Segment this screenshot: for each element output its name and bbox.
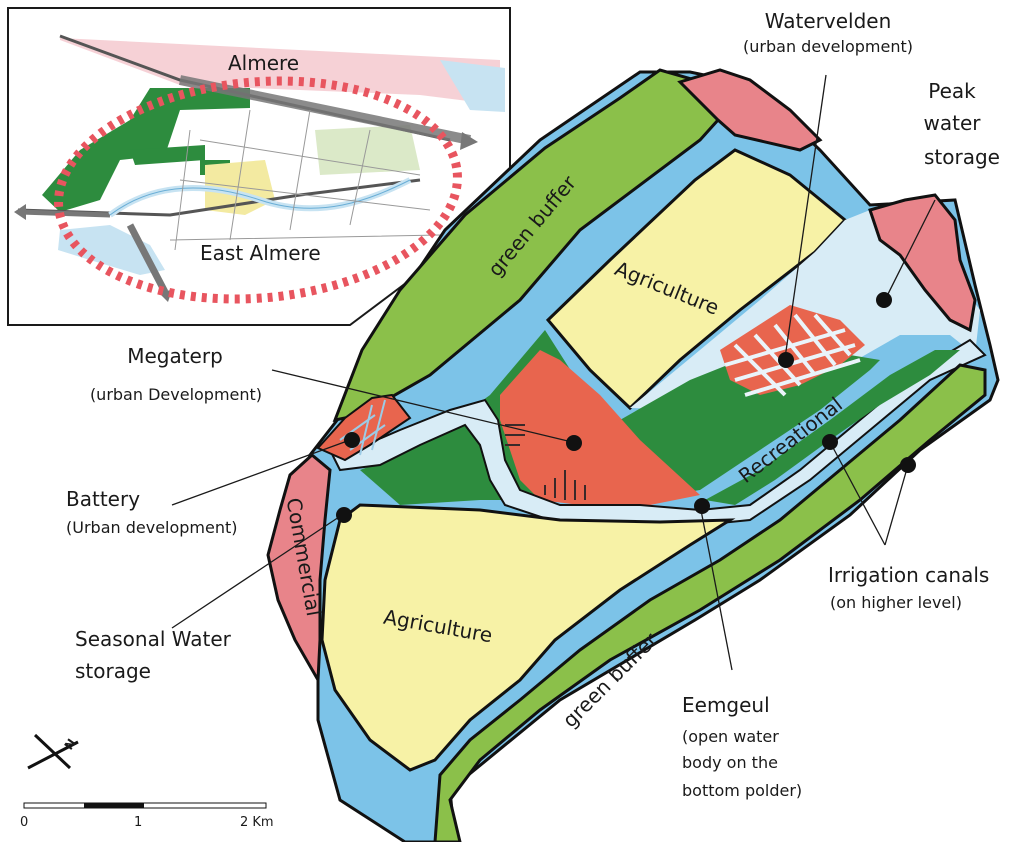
green-buffer-bottom-area bbox=[433, 363, 987, 842]
label-seasonal-line1: Seasonal Water bbox=[75, 627, 231, 651]
main-polder-map bbox=[266, 68, 1000, 842]
callout-lines bbox=[171, 74, 936, 671]
label-peak-line3: storage bbox=[924, 145, 1000, 169]
label-eemgeul-line4: bottom polder) bbox=[682, 781, 803, 800]
label-megaterp-sub: (urban Development) bbox=[89, 385, 263, 404]
label-irrigation-sub: (on higher level) bbox=[830, 593, 962, 612]
inset-overview-map bbox=[7, 7, 511, 326]
scale-label-1: 1 bbox=[134, 815, 143, 830]
inset-label-east-almere: East Almere bbox=[200, 241, 321, 265]
watervelden-grid bbox=[720, 305, 865, 397]
label-eemgeul-line3: body on the bbox=[682, 753, 778, 772]
label-peak-line1: Peak bbox=[928, 79, 976, 103]
label-watervelden: Watervelden bbox=[764, 9, 892, 33]
marker-megaterp bbox=[566, 435, 582, 451]
label-irrigation: Irrigation canals bbox=[828, 563, 990, 587]
label-megaterp: Megaterp bbox=[127, 344, 223, 368]
north-arrow-icon bbox=[27, 733, 79, 770]
inset-label-almere: Almere bbox=[228, 51, 300, 75]
label-eemgeul: Eemgeul bbox=[682, 693, 770, 717]
scale-label-2: 2 Km bbox=[240, 815, 274, 830]
label-peak-line2: water bbox=[923, 111, 981, 135]
megaterp-area bbox=[500, 350, 700, 505]
commercial-area bbox=[266, 453, 332, 686]
label-watervelden-sub: (urban development) bbox=[743, 37, 913, 56]
marker-eemgeul bbox=[694, 498, 710, 514]
label-battery-sub: (Urban development) bbox=[66, 518, 238, 537]
agriculture-bottom-area bbox=[320, 503, 736, 772]
marker-irrigation-2 bbox=[900, 457, 916, 473]
scale-label-0: 0 bbox=[20, 815, 29, 830]
label-eemgeul-line2: (open water bbox=[682, 727, 779, 746]
scale-bar bbox=[23, 802, 267, 809]
marker-battery bbox=[344, 432, 360, 448]
marker-peak-storage bbox=[876, 292, 892, 308]
marker-irrigation-1 bbox=[822, 434, 838, 450]
marker-seasonal-storage bbox=[336, 507, 352, 523]
label-battery: Battery bbox=[66, 487, 141, 511]
label-seasonal-line2: storage bbox=[75, 659, 151, 683]
marker-watervelden bbox=[778, 352, 794, 368]
location-markers bbox=[336, 292, 916, 523]
